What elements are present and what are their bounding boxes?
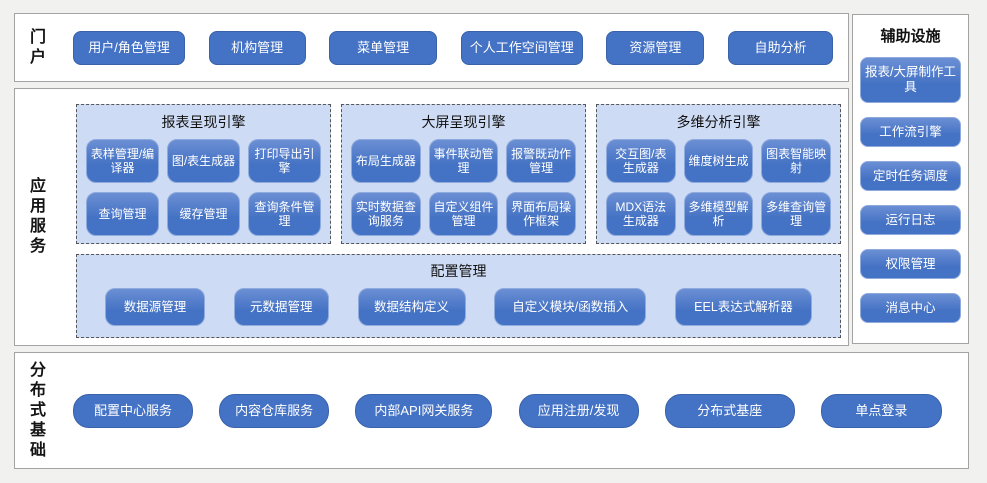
btn-realtime-data-query-service[interactable]: 实时数据查询服务 bbox=[351, 192, 421, 236]
btn-dimension-tree-generation[interactable]: 维度树生成 bbox=[683, 139, 754, 183]
portal-button-row: 用户/角色管理 机构管理 菜单管理 个人工作空间管理 资源管理 自助分析 bbox=[73, 14, 833, 81]
bigscreen-engine-title: 大屏呈现引擎 bbox=[421, 114, 506, 130]
btn-user-role-management[interactable]: 用户/角色管理 bbox=[73, 30, 185, 65]
olap-engine-panel: 多维分析引擎 交互图/表生成器 维度树生成 图表智能映射 MDX语法生成器 多维… bbox=[596, 104, 841, 244]
btn-distributed-base[interactable]: 分布式基座 bbox=[664, 393, 795, 428]
distributed-foundation-section: 分布式基础 配置中心服务 内容仓库服务 内部API网关服务 应用注册/发现 分布… bbox=[14, 352, 969, 469]
btn-chart-table-generator[interactable]: 图/表生成器 bbox=[167, 139, 240, 183]
btn-content-repository-service[interactable]: 内容仓库服务 bbox=[219, 393, 330, 428]
bigscreen-engine-grid: 布局生成器 事件联动管理 报警既动作管理 实时数据查询服务 自定义组件管理 界面… bbox=[351, 139, 576, 236]
btn-alarm-action-management[interactable]: 报警既动作管理 bbox=[506, 139, 576, 183]
btn-single-sign-on[interactable]: 单点登录 bbox=[820, 393, 942, 428]
btn-organization-management[interactable]: 机构管理 bbox=[208, 30, 306, 65]
btn-internal-api-gateway-service[interactable]: 内部API网关服务 bbox=[355, 393, 493, 428]
btn-report-bigscreen-authoring-tool[interactable]: 报表/大屏制作工具 bbox=[860, 57, 961, 103]
btn-message-center[interactable]: 消息中心 bbox=[860, 293, 961, 323]
btn-layout-generator[interactable]: 布局生成器 bbox=[351, 139, 421, 183]
btn-smart-chart-mapping[interactable]: 图表智能映射 bbox=[761, 139, 831, 183]
btn-query-condition-management[interactable]: 查询条件管理 bbox=[248, 192, 321, 236]
auxiliary-button-column: 报表/大屏制作工具 工作流引擎 定时任务调度 运行日志 权限管理 消息中心 bbox=[853, 57, 968, 323]
btn-resource-management[interactable]: 资源管理 bbox=[606, 30, 705, 65]
btn-ui-layout-framework[interactable]: 界面布局操作框架 bbox=[506, 192, 576, 236]
btn-metadata-management[interactable]: 元数据管理 bbox=[233, 288, 329, 326]
btn-run-log[interactable]: 运行日志 bbox=[860, 205, 961, 235]
btn-multidim-model-parsing[interactable]: 多维模型解析 bbox=[683, 192, 754, 236]
btn-query-management[interactable]: 查询管理 bbox=[86, 192, 159, 236]
portal-section: 门户 用户/角色管理 机构管理 菜单管理 个人工作空间管理 资源管理 自助分析 bbox=[14, 13, 849, 82]
btn-data-structure-definition[interactable]: 数据结构定义 bbox=[357, 288, 466, 326]
olap-engine-grid: 交互图/表生成器 维度树生成 图表智能映射 MDX语法生成器 多维模型解析 多维… bbox=[606, 139, 831, 236]
distributed-foundation-label: 分布式基础 bbox=[29, 361, 46, 459]
btn-app-registration-discovery[interactable]: 应用注册/发现 bbox=[518, 393, 639, 428]
portal-section-label: 门户 bbox=[29, 28, 46, 66]
btn-event-linkage-management[interactable]: 事件联动管理 bbox=[428, 139, 499, 183]
btn-config-center-service[interactable]: 配置中心服务 bbox=[73, 393, 193, 428]
report-engine-panel: 报表呈现引擎 表样管理/编译器 图/表生成器 打印导出引擎 查询管理 缓存管理 … bbox=[76, 104, 331, 244]
btn-scheduled-task-scheduling[interactable]: 定时任务调度 bbox=[860, 161, 961, 191]
config-management-panel: 配置管理 数据源管理 元数据管理 数据结构定义 自定义模块/函数插入 EEL表达… bbox=[76, 254, 841, 338]
btn-datasource-management[interactable]: 数据源管理 bbox=[105, 288, 205, 326]
app-services-section-label: 应用服务 bbox=[29, 178, 46, 255]
btn-print-export-engine[interactable]: 打印导出引擎 bbox=[248, 139, 321, 183]
config-management-title: 配置管理 bbox=[430, 263, 487, 279]
btn-interactive-chart-generator[interactable]: 交互图/表生成器 bbox=[606, 139, 676, 183]
btn-multidim-query-management[interactable]: 多维查询管理 bbox=[761, 192, 831, 236]
btn-custom-module-function-insert[interactable]: 自定义模块/函数插入 bbox=[494, 288, 647, 326]
report-engine-title: 报表呈现引擎 bbox=[161, 114, 246, 130]
distributed-button-row: 配置中心服务 内容仓库服务 内部API网关服务 应用注册/发现 分布式基座 单点… bbox=[73, 353, 942, 468]
btn-cache-management[interactable]: 缓存管理 bbox=[167, 192, 240, 236]
btn-style-management-compiler[interactable]: 表样管理/编译器 bbox=[86, 139, 159, 183]
btn-permission-management[interactable]: 权限管理 bbox=[860, 249, 961, 279]
engine-panels: 报表呈现引擎 表样管理/编译器 图/表生成器 打印导出引擎 查询管理 缓存管理 … bbox=[76, 104, 841, 244]
report-engine-grid: 表样管理/编译器 图/表生成器 打印导出引擎 查询管理 缓存管理 查询条件管理 bbox=[86, 139, 321, 236]
olap-engine-title: 多维分析引擎 bbox=[676, 114, 761, 130]
auxiliary-facilities-title: 辅助设施 bbox=[880, 28, 941, 45]
btn-workflow-engine[interactable]: 工作流引擎 bbox=[860, 117, 961, 147]
btn-custom-component-management[interactable]: 自定义组件管理 bbox=[428, 192, 499, 236]
config-management-row: 数据源管理 元数据管理 数据结构定义 自定义模块/函数插入 EEL表达式解析器 bbox=[105, 288, 812, 326]
btn-self-service-analysis[interactable]: 自助分析 bbox=[727, 30, 833, 65]
btn-personal-workspace-management[interactable]: 个人工作空间管理 bbox=[460, 30, 583, 65]
btn-menu-management[interactable]: 菜单管理 bbox=[329, 30, 438, 65]
auxiliary-facilities-section: 辅助设施 报表/大屏制作工具 工作流引擎 定时任务调度 运行日志 权限管理 消息… bbox=[852, 14, 969, 344]
btn-mdx-syntax-generator[interactable]: MDX语法生成器 bbox=[606, 192, 676, 236]
btn-eel-expression-parser[interactable]: EEL表达式解析器 bbox=[675, 288, 812, 326]
bigscreen-engine-panel: 大屏呈现引擎 布局生成器 事件联动管理 报警既动作管理 实时数据查询服务 自定义… bbox=[341, 104, 586, 244]
app-services-section: 应用服务 报表呈现引擎 表样管理/编译器 图/表生成器 打印导出引擎 查询管理 … bbox=[14, 88, 849, 346]
